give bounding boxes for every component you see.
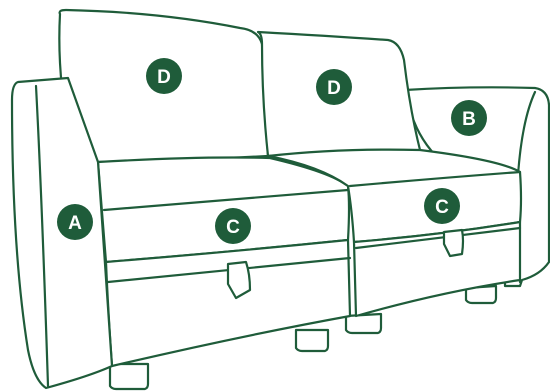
badge-seat-cushion-right-label: C [435,197,449,218]
badge-seat-cushion-right: C [424,188,460,224]
badge-back-cushion-right: D [316,69,352,105]
badge-seat-cushion-left: C [215,208,251,244]
leg-front-middle-left [296,330,328,351]
pull-tab-right [444,230,463,256]
badge-back-cushion-right-label: D [327,78,341,99]
badge-back-cushion-left: D [146,58,182,94]
badge-armrest-left: A [57,204,93,240]
badge-back-cushion-left-label: D [157,67,171,88]
badge-armrest-left-label: A [68,213,82,234]
leg-front-left [110,364,148,389]
badge-armrest-right: B [451,100,487,136]
badge-seat-cushion-left-label: C [226,217,240,238]
back-cushions [59,10,420,162]
badge-armrest-right-label: B [462,109,476,130]
leg-front-middle-right [346,314,381,333]
